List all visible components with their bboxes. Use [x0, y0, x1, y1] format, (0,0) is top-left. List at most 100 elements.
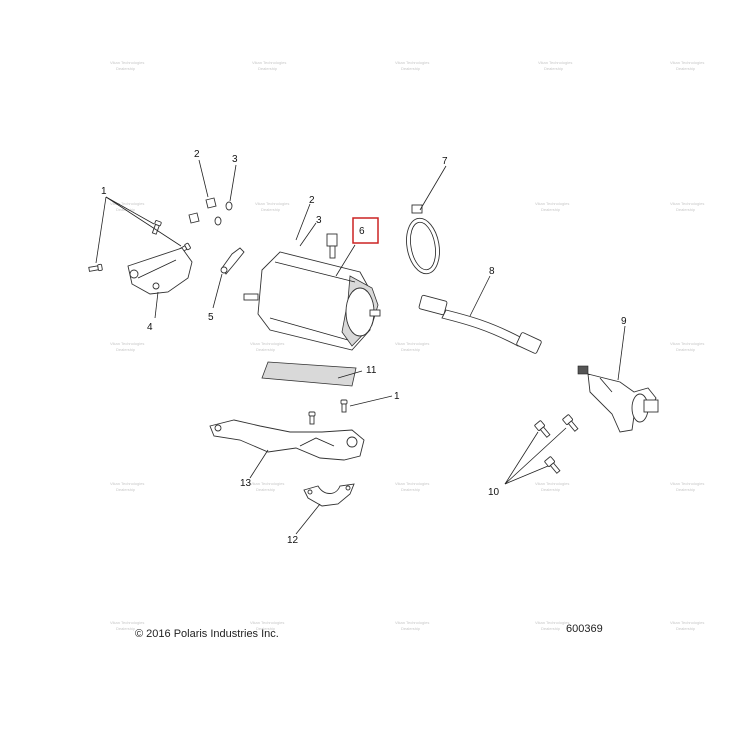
watermark: Vikan Technologies Dealership: [250, 341, 284, 352]
svg-text:Vikan Technologies: Vikan Technologies: [395, 620, 429, 625]
svg-text:Vikan Technologies: Vikan Technologies: [670, 60, 704, 65]
svg-text:Dealership: Dealership: [116, 207, 136, 212]
svg-text:Dealership: Dealership: [258, 66, 278, 71]
part-13-mount-plate: [209, 419, 365, 461]
watermark: Vikan Technologies Dealership: [670, 201, 704, 212]
svg-text:Vikan Technologies: Vikan Technologies: [110, 60, 144, 65]
svg-text:Dealership: Dealership: [116, 347, 136, 352]
svg-text:Dealership: Dealership: [256, 487, 276, 492]
callout-4[interactable]: 4: [147, 322, 153, 333]
svg-text:Vikan Technologies: Vikan Technologies: [535, 481, 569, 486]
svg-text:Vikan Technologies: Vikan Technologies: [670, 481, 704, 486]
callout-1[interactable]: 1: [101, 186, 107, 197]
watermark: Vikan Technologies Dealership: [535, 620, 569, 631]
callout-3[interactable]: 3: [316, 215, 322, 226]
watermark: Vikan Technologies Dealership: [110, 60, 144, 71]
svg-text:Vikan Technologies: Vikan Technologies: [538, 60, 572, 65]
part-9-drive: [577, 365, 659, 433]
svg-text:Dealership: Dealership: [676, 207, 696, 212]
callout-5[interactable]: 5: [208, 312, 214, 323]
callout-2[interactable]: 2: [309, 195, 315, 206]
svg-text:Dealership: Dealership: [401, 347, 421, 352]
watermark: Vikan Technologies Dealership: [670, 60, 704, 71]
svg-text:Vikan Technologies: Vikan Technologies: [255, 201, 289, 206]
svg-text:Vikan Technologies: Vikan Technologies: [395, 341, 429, 346]
svg-text:Vikan Technologies: Vikan Technologies: [110, 341, 144, 346]
svg-text:Dealership: Dealership: [676, 347, 696, 352]
svg-text:Vikan Technologies: Vikan Technologies: [250, 341, 284, 346]
copyright-text: © 2016 Polaris Industries Inc.: [135, 628, 279, 640]
callout-1[interactable]: 1: [394, 391, 400, 402]
watermark: Vikan Technologies Dealership: [670, 341, 704, 352]
part-8-cable: [418, 294, 542, 354]
watermark: Vikan Technologies Dealership: [670, 620, 704, 631]
part-1-lower-bolts: [308, 399, 348, 425]
svg-text:Vikan Technologies: Vikan Technologies: [395, 60, 429, 65]
svg-text:Vikan Technologies: Vikan Technologies: [535, 620, 569, 625]
svg-text:Dealership: Dealership: [541, 207, 561, 212]
watermark: Vikan Technologies Dealership: [110, 481, 144, 492]
watermark: Vikan Technologies Dealership: [395, 341, 429, 352]
part-11-pad: [261, 361, 357, 387]
watermark: Vikan Technologies Dealership: [250, 620, 284, 631]
svg-text:Dealership: Dealership: [401, 66, 421, 71]
svg-text:Dealership: Dealership: [256, 347, 276, 352]
svg-text:Dealership: Dealership: [116, 66, 136, 71]
svg-text:Dealership: Dealership: [676, 66, 696, 71]
svg-text:Dealership: Dealership: [116, 626, 136, 631]
watermark: Vikan Technologies Dealership: [535, 201, 569, 212]
svg-text:Dealership: Dealership: [261, 207, 281, 212]
svg-text:Vikan Technologies: Vikan Technologies: [110, 201, 144, 206]
callout-12[interactable]: 12: [287, 535, 299, 546]
callout-10[interactable]: 10: [488, 487, 500, 498]
svg-text:Dealership: Dealership: [401, 487, 421, 492]
part-5-strap: [220, 247, 245, 275]
svg-text:Dealership: Dealership: [544, 66, 564, 71]
part-3-washer: [214, 201, 233, 226]
svg-text:Vikan Technologies: Vikan Technologies: [110, 620, 144, 625]
watermark: Vikan Technologies Dealership: [110, 201, 144, 212]
part-2-nut: [188, 197, 217, 224]
watermark: Vikan Technologies Dealership: [252, 60, 286, 71]
svg-text:Dealership: Dealership: [401, 626, 421, 631]
svg-text:Vikan Technologies: Vikan Technologies: [250, 481, 284, 486]
part-12-clip: [303, 483, 355, 507]
watermark: Vikan Technologies Dealership: [535, 481, 569, 492]
watermark: Vikan Technologies Dealership: [255, 201, 289, 212]
part-10-screws: [534, 414, 579, 474]
svg-text:Vikan Technologies: Vikan Technologies: [252, 60, 286, 65]
watermark: Vikan Technologies Dealership: [250, 481, 284, 492]
callout-6[interactable]: 6: [359, 226, 365, 237]
svg-text:Vikan Technologies: Vikan Technologies: [250, 620, 284, 625]
callout-7[interactable]: 7: [442, 156, 448, 167]
svg-text:Dealership: Dealership: [541, 487, 561, 492]
svg-text:Dealership: Dealership: [541, 626, 561, 631]
callout-8[interactable]: 8: [489, 266, 495, 277]
callout-11[interactable]: 11: [366, 365, 377, 376]
watermark: Vikan Technologies Dealership: [395, 60, 429, 71]
svg-text:Dealership: Dealership: [116, 487, 136, 492]
svg-text:Dealership: Dealership: [676, 487, 696, 492]
svg-text:Vikan Technologies: Vikan Technologies: [670, 341, 704, 346]
part-4-bracket: [127, 247, 193, 295]
callout-9[interactable]: 9: [621, 316, 627, 327]
callout-13[interactable]: 13: [240, 478, 252, 489]
highlight-box: [352, 217, 379, 244]
svg-text:Dealership: Dealership: [256, 626, 276, 631]
watermark: Vikan Technologies Dealership: [110, 620, 144, 631]
svg-text:Vikan Technologies: Vikan Technologies: [670, 201, 704, 206]
callout-labels: 1 2 3 2 3 4 5 6 7 8 9 10 11 1 13 12: [101, 149, 627, 546]
watermark: Vikan Technologies Dealership: [538, 60, 572, 71]
watermark: Vikan Technologies Dealership: [110, 341, 144, 352]
svg-text:Vikan Technologies: Vikan Technologies: [110, 481, 144, 486]
svg-text:Vikan Technologies: Vikan Technologies: [395, 481, 429, 486]
part-6-starter-motor: [243, 233, 381, 351]
callout-3[interactable]: 3: [232, 154, 238, 165]
watermark: Vikan Technologies Dealership: [670, 481, 704, 492]
watermark: Vikan Technologies Dealership: [395, 481, 429, 492]
watermark: Vikan Technologies Dealership: [395, 620, 429, 631]
part-7-clamp: [406, 204, 440, 275]
callout-2[interactable]: 2: [194, 149, 200, 160]
watermark-group: Vikan Technologies Dealership Vikan Tech…: [110, 60, 704, 631]
diagram-number: 600369: [566, 623, 603, 635]
